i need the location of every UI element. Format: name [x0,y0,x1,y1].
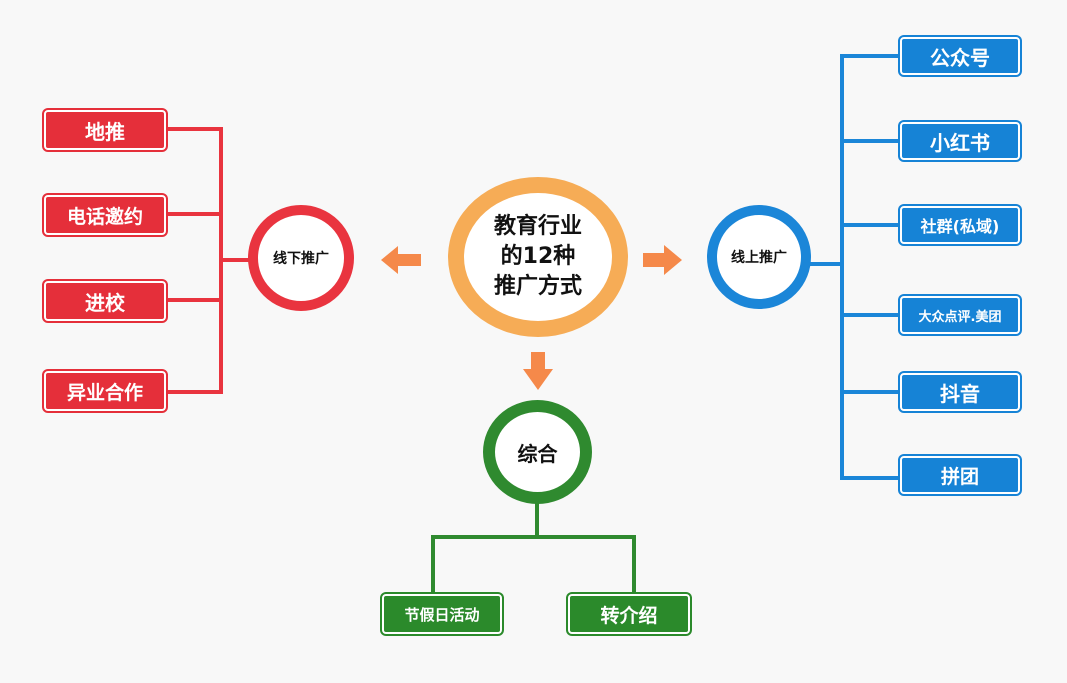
offline-item-campus-entry: 进校 [44,281,166,321]
arrow-left-icon [381,246,421,274]
mixed-item-label: 转介绍 [600,604,658,627]
online-promotion-label: 线上推广 [731,250,787,266]
online-item-group-buying: 拼团 [900,456,1020,494]
online-item-community-private-domain: 社群(私域) [900,206,1020,244]
offline-item-ground-promotion: 地推 [44,110,166,150]
offline-item-label: 电话邀约 [66,205,143,228]
offline-tree-lines [164,127,260,394]
center-title-line-2: 的12种 [500,244,576,269]
online-item-label: 大众点评.美团 [918,309,1002,325]
offline-item-label: 进校 [85,290,125,315]
online-item-label: 拼团 [940,465,979,488]
center-title-line-3: 推广方式 [493,274,582,299]
offline-item-label: 异业合作 [66,381,143,404]
mixed-item-holiday-events: 节假日活动 [382,594,502,634]
mixed-item-label: 节假日活动 [404,605,480,624]
offline-item-phone-invitation: 电话邀约 [44,195,166,235]
mixed-tree-lines [431,503,636,594]
center-title-line-1: 教育行业 [493,214,582,239]
arrow-down-icon [523,352,553,390]
online-promotion-node: 线上推广 [707,205,811,309]
online-item-douyin: 抖音 [900,373,1020,411]
offline-item-label: 地推 [85,119,125,144]
arrows [381,245,682,390]
online-tree-lines [800,54,900,480]
mixed-item-referral: 转介绍 [568,594,690,634]
comprehensive-label: 综合 [517,441,558,466]
offline-promotion-node: 线下推广 [248,205,354,311]
online-item-xiaohongshu: 小红书 [900,122,1020,160]
online-item-label: 抖音 [940,381,980,406]
online-item-label: 小红书 [930,130,990,155]
online-item-label: 公众号 [930,45,990,70]
arrow-right-icon [643,245,682,275]
offline-promotion-label: 线下推广 [273,251,329,267]
comprehensive-node: 综合 [483,400,592,504]
online-item-dianping-meituan: 大众点评.美团 [900,296,1020,334]
center-topic-node: 教育行业 的12种 推广方式 [448,177,628,337]
offline-item-cross-industry-cooperation: 异业合作 [44,371,166,411]
online-item-label: 社群(私域) [920,217,1000,236]
online-item-official-account: 公众号 [900,37,1020,75]
